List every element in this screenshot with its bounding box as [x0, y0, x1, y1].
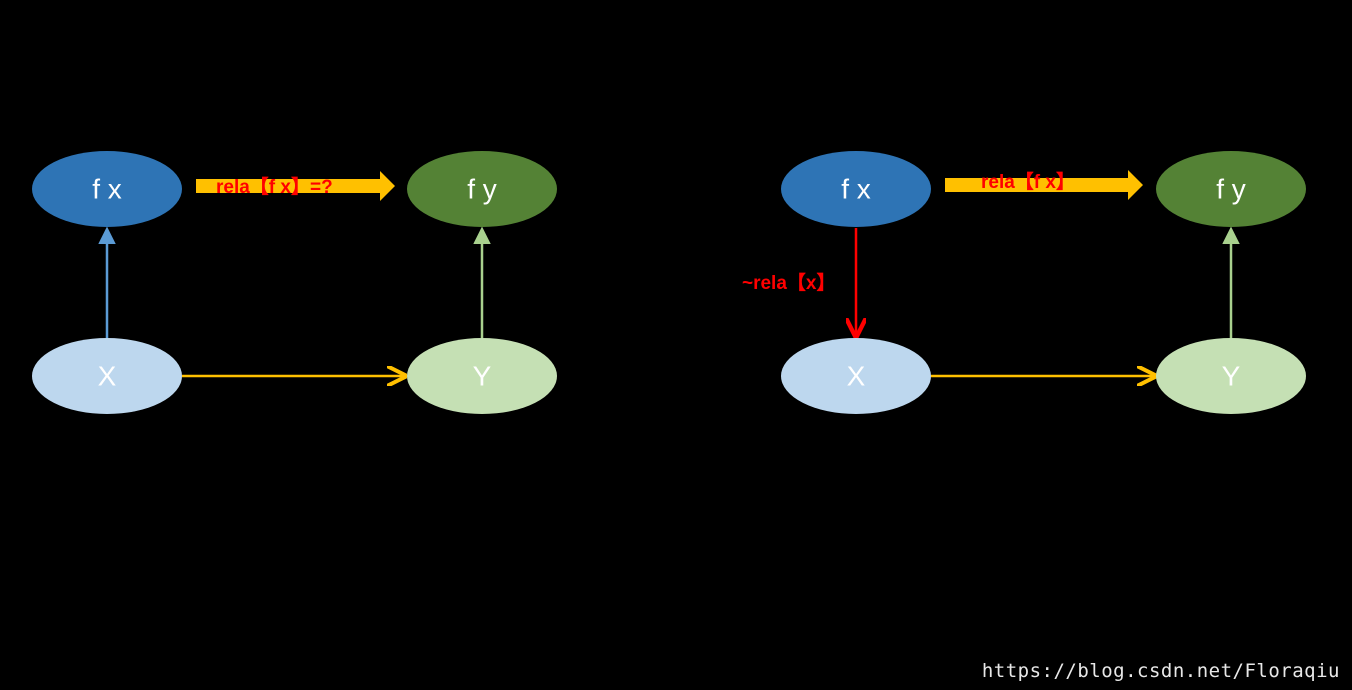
left-diagram: rela【f x】=? f x f y X Y	[32, 151, 557, 414]
right-inverse-label: ~rela【x】	[742, 271, 835, 294]
right-node-y-label: Y	[1222, 360, 1241, 391]
left-node-fx-label: f x	[92, 173, 122, 204]
left-node-fy-label: f y	[467, 173, 497, 204]
right-node-fx: f x	[781, 151, 931, 227]
watermark: https://blog.csdn.net/Floraqiu	[981, 660, 1340, 682]
left-rela-block-arrow	[196, 171, 395, 201]
right-node-x-label: X	[847, 360, 866, 391]
right-diagram: rela【f x】 ~rela【x】 f x f y X Y	[742, 151, 1306, 414]
left-node-x: X	[32, 338, 182, 414]
right-node-y: Y	[1156, 338, 1306, 414]
left-node-x-label: X	[98, 360, 117, 391]
left-node-y: Y	[407, 338, 557, 414]
right-rela-label: rela【f x】	[981, 170, 1075, 193]
right-rela-block-arrow	[945, 170, 1143, 200]
right-node-fy-label: f y	[1216, 173, 1246, 204]
left-node-fx: f x	[32, 151, 182, 227]
right-node-fx-label: f x	[841, 173, 871, 204]
right-node-fy: f y	[1156, 151, 1306, 227]
right-node-x: X	[781, 338, 931, 414]
left-rela-label: rela【f x】=?	[216, 175, 333, 198]
left-node-y-label: Y	[473, 360, 492, 391]
left-node-fy: f y	[407, 151, 557, 227]
